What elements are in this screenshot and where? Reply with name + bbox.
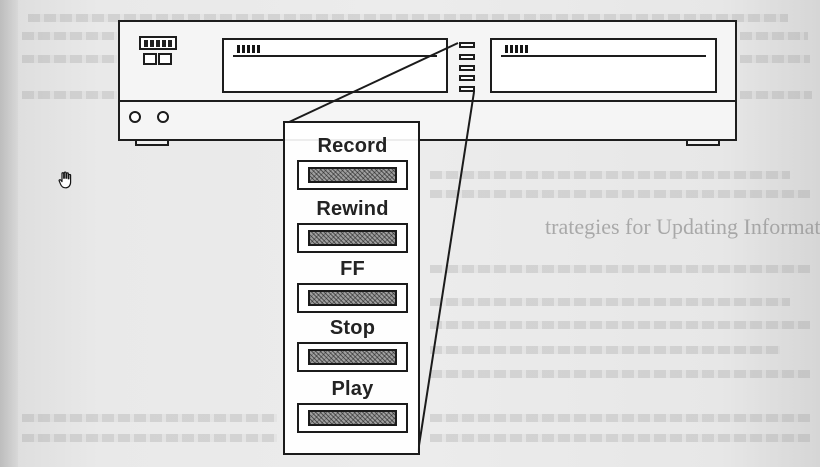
background-text-line <box>28 14 788 22</box>
stop-control-row: Stop <box>294 318 411 372</box>
deck-window-line <box>501 55 706 57</box>
stop-label: Stop <box>329 317 376 339</box>
background-text-line <box>430 434 810 442</box>
background-text-line <box>430 171 790 179</box>
faded-background-heading: trategies for Updating Informat <box>545 214 820 239</box>
right-device-foot <box>686 139 720 146</box>
mini-control-button[interactable] <box>459 75 475 81</box>
background-text-line <box>740 91 812 99</box>
ff-button[interactable] <box>297 283 408 313</box>
rewind-control-row: Rewind <box>294 199 411 253</box>
play-control-row: Play <box>294 379 411 433</box>
background-text-line <box>430 265 810 273</box>
hand-pointer-icon <box>58 171 72 189</box>
background-text-line <box>22 414 277 422</box>
play-button[interactable] <box>297 403 408 433</box>
right-tape-deck-window <box>490 38 717 93</box>
background-text-line <box>430 298 790 306</box>
small-square-button-icon <box>158 53 172 65</box>
device-front-divider <box>120 100 735 102</box>
page-gutter-shadow <box>0 0 18 467</box>
ff-label: FF <box>340 258 365 280</box>
deck-marks-icon <box>237 45 260 53</box>
ff-control-row: FF <box>294 259 411 313</box>
level-meter-icon <box>139 36 177 50</box>
small-square-button-icon <box>143 53 157 65</box>
mini-control-button[interactable] <box>459 54 475 60</box>
play-label: Play <box>331 378 374 400</box>
left-knob-icon <box>129 111 141 123</box>
rewind-label: Rewind <box>316 198 389 220</box>
stop-button[interactable] <box>297 342 408 372</box>
background-text-line <box>22 434 277 442</box>
background-text-line <box>430 346 780 354</box>
record-label: Record <box>317 135 388 157</box>
background-text-line <box>22 91 117 99</box>
record-control-row: Record <box>294 136 411 190</box>
deck-marks-icon <box>505 45 528 53</box>
rewind-button[interactable] <box>297 223 408 253</box>
background-text-line <box>740 55 810 63</box>
deck-window-line <box>233 55 437 57</box>
record-button[interactable] <box>297 160 408 190</box>
control-callout-panel: Record Rewind FF Stop Play <box>283 121 420 455</box>
mini-control-button[interactable] <box>459 42 475 48</box>
background-text-line <box>22 55 117 63</box>
background-text-line <box>430 370 810 378</box>
mini-control-button[interactable] <box>459 86 475 92</box>
background-text-line <box>430 414 810 422</box>
mini-control-button[interactable] <box>459 65 475 71</box>
right-knob-icon <box>157 111 169 123</box>
left-device-foot <box>135 139 169 146</box>
left-tape-deck-window <box>222 38 448 93</box>
background-text-line <box>430 190 810 198</box>
background-text-line <box>430 321 810 329</box>
background-text-line <box>22 32 117 40</box>
background-text-line <box>740 32 808 40</box>
